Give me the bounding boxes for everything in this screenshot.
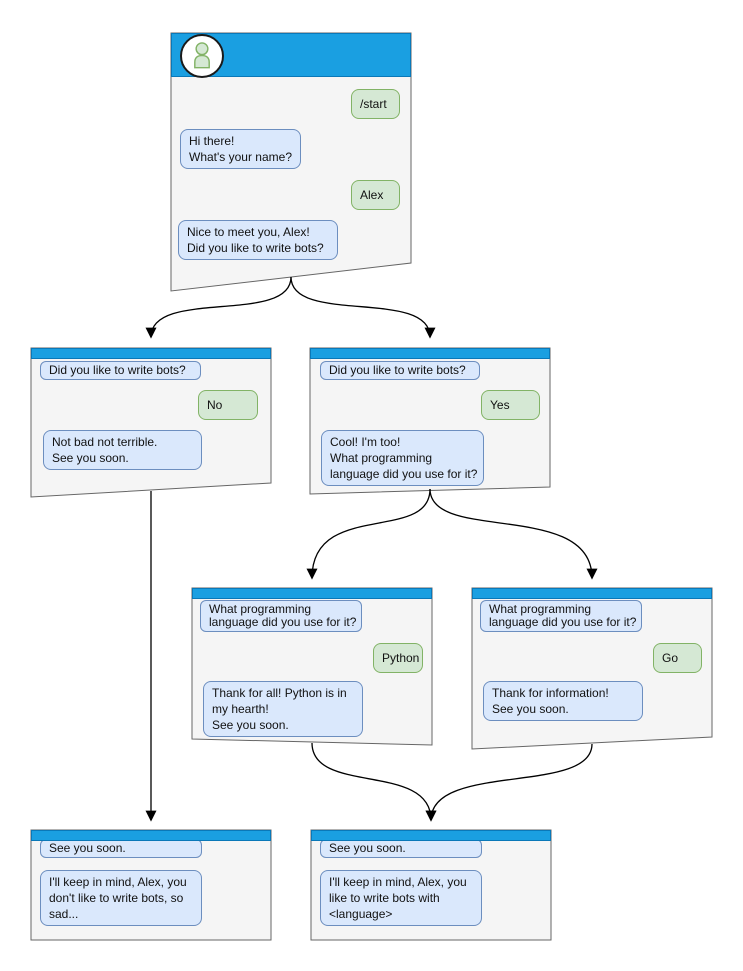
person-icon (194, 42, 210, 69)
branch-go-header (472, 588, 712, 599)
message-start: /start (351, 89, 400, 119)
message-answer-go: Go (653, 643, 702, 673)
message-reply-python: Thank for all! Python is in my hearth! S… (203, 681, 363, 737)
message-answer-python: Python (373, 643, 423, 673)
chat-window-end-yes: See you soon. I'll keep in mind, Alex, y… (311, 830, 551, 940)
message-alex: Alex (351, 180, 400, 210)
end-yes-header (311, 830, 551, 841)
message-final-yes: I'll keep in mind, Alex, you like to wri… (320, 870, 482, 926)
message-reply-no: Not bad not terrible. See you soon. (43, 430, 202, 470)
arrow-python-to-end (311, 742, 437, 822)
arrow-yes-to-go (429, 488, 598, 580)
chat-window-end-no: See you soon. I'll keep in mind, Alex, y… (31, 830, 271, 940)
message-recap-seeyou: See you soon. (320, 839, 482, 858)
message-reply-yes: Cool! I'm too! What programming language… (321, 430, 484, 486)
chat-window-branch-yes: Did you like to write bots? Yes Cool! I'… (310, 348, 550, 494)
arrow-yes-to-python (306, 488, 431, 580)
chat-window-main: Awesome bot /start Hi there! What's your… (171, 33, 411, 291)
message-answer-yes: Yes (481, 390, 540, 420)
message-reply-go: Thank for information! See you soon. (483, 681, 643, 721)
message-final-no: I'll keep in mind, Alex, you don't like … (40, 870, 202, 926)
message-recap-language: What programming language did you use fo… (200, 600, 362, 632)
message-answer-no: No (198, 390, 258, 420)
chat-window-branch-python: What programming language did you use fo… (192, 588, 432, 745)
message-recap-bots: Did you like to write bots? (40, 361, 201, 380)
end-no-header (31, 830, 271, 841)
arrow-go-to-end (425, 743, 593, 822)
chat-window-branch-go: What programming language did you use fo… (472, 588, 712, 745)
chat-window-branch-no: Did you like to write bots? No Not bad n… (31, 348, 271, 497)
message-recap-language: What programming language did you use fo… (480, 600, 642, 632)
branch-yes-header (310, 348, 550, 359)
message-nice: Nice to meet you, Alex! Did you like to … (178, 220, 338, 260)
message-hi: Hi there! What's your name? (180, 129, 301, 169)
bot-avatar (180, 34, 224, 78)
message-recap-bots: Did you like to write bots? (320, 361, 480, 380)
branch-no-header (31, 348, 271, 359)
message-recap-seeyou: See you soon. (40, 839, 202, 858)
branch-python-header (192, 588, 432, 599)
